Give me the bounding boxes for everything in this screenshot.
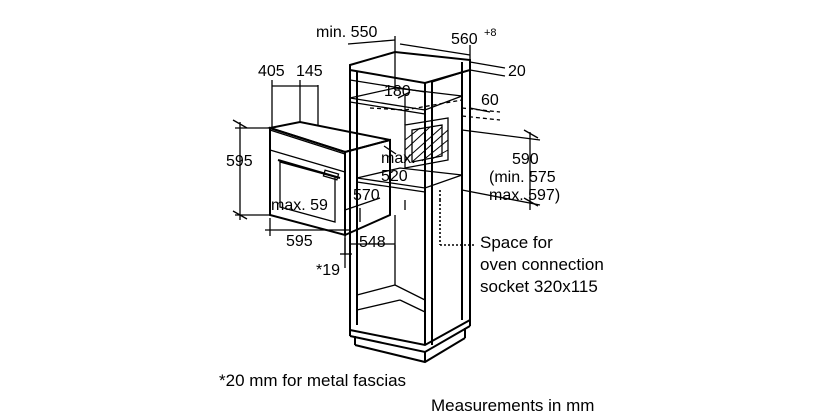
label-560-tolerance: +8 xyxy=(484,27,497,39)
label-590-max: max. 597) xyxy=(489,187,560,204)
label-min-550: min. 550 xyxy=(316,24,377,41)
label-590-min: (min. 575 xyxy=(489,169,556,186)
label-180: 180 xyxy=(384,83,411,100)
label-max-59: max. 59 xyxy=(271,197,328,214)
label-max-520-prefix: max. xyxy=(381,150,416,167)
label-595-height: 595 xyxy=(226,153,253,170)
socket-space-marker xyxy=(439,190,475,246)
ventilation-cutout xyxy=(369,99,501,169)
socket-note-line3: socket 320x115 xyxy=(480,277,598,296)
oven xyxy=(266,120,391,242)
label-60: 60 xyxy=(481,92,499,109)
socket-note-line1: Space for xyxy=(480,233,553,252)
label-fascia-19: *19 xyxy=(316,262,340,279)
units-note: Measurements in mm xyxy=(431,396,594,415)
label-548: 548 xyxy=(359,234,386,251)
tall-cabinet xyxy=(349,50,471,364)
label-570: 570 xyxy=(353,187,380,204)
dimension-lines xyxy=(232,36,541,268)
label-145: 145 xyxy=(296,63,323,80)
label-20: 20 xyxy=(508,63,526,80)
fascia-footnote: *20 mm for metal fascias xyxy=(219,371,406,390)
label-max-520-value: 520 xyxy=(381,168,408,185)
label-595-width: 595 xyxy=(286,233,313,250)
label-590: 590 xyxy=(512,151,539,168)
socket-note-line2: oven connection xyxy=(480,255,604,274)
label-405: 405 xyxy=(258,63,285,80)
label-560: 560 xyxy=(451,31,478,48)
